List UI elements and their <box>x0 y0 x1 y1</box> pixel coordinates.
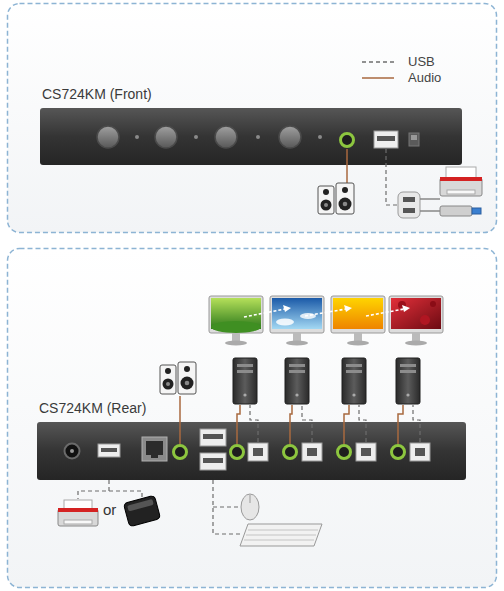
kvm-front-panel: CS724KM (Front) <box>40 108 462 165</box>
legend-text: USB <box>408 54 435 69</box>
kvm-rear-panel: CS724KM (Rear) <box>37 422 466 480</box>
panel-heading: CS724KM (Front) <box>42 86 464 103</box>
legend-row: USB <box>360 54 435 69</box>
or-label: or <box>103 501 116 519</box>
panel-heading: CS724KM (Rear) <box>39 400 468 417</box>
legend-sample <box>360 58 396 66</box>
legend-line <box>362 61 394 63</box>
legend-text: Audio <box>408 70 441 85</box>
legend-row: Audio <box>360 70 441 85</box>
legend-sample <box>360 74 396 82</box>
legend-line <box>362 77 394 79</box>
